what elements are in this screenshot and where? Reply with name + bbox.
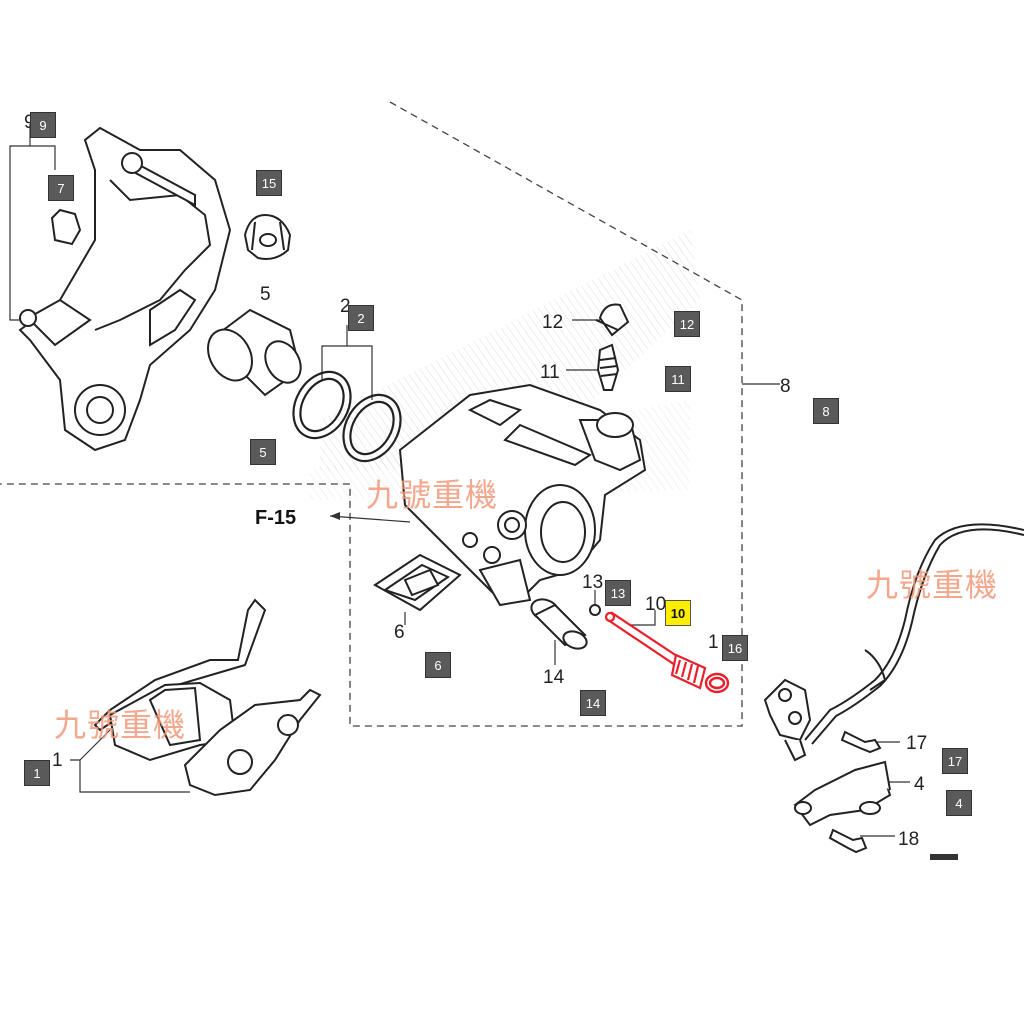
callout-13: 13 [582,572,603,593]
callout-2: 2 [340,296,351,317]
part-18-bolt [828,828,868,854]
watermark-left: 九號重機 [54,706,187,744]
badge-part-6[interactable]: 6 [425,652,451,678]
badge-part-17[interactable]: 17 [942,748,968,774]
badge-part-14[interactable]: 14 [580,690,606,716]
caliper-body [398,383,647,607]
watermark-center: 九號重機 [366,476,499,514]
assembly-boundary [0,101,743,727]
callout-11: 11 [540,362,560,383]
badge-part-4[interactable]: 4 [946,790,972,816]
part-15-boot [243,213,292,260]
callout-1: 1 [52,750,63,771]
badge-part-13[interactable]: 13 [605,580,631,606]
badge-part-9[interactable]: 9 [30,112,56,138]
leader-lines [9,124,910,837]
part-10-pin-highlighted[interactable] [604,611,707,690]
badge-part-7[interactable]: 7 [48,175,74,201]
badge-part-10-highlighted[interactable]: 10 [665,600,691,626]
callout-4: 4 [914,774,925,795]
part-7-clip [50,208,82,246]
part-1-pads [93,598,322,797]
caliper-bracket [18,126,232,452]
section-reference: F-15 [255,507,296,529]
callout-14: 14 [543,667,565,688]
callout-9: 9 [24,112,35,133]
badge-part-5[interactable]: 5 [250,439,276,465]
badge-part-8[interactable]: 8 [813,398,839,424]
callout-12: 12 [542,312,563,333]
part-2-seals [292,370,402,463]
part-14-pin [530,598,588,650]
watermark-right: 九號重機 [866,566,999,604]
ref-arrow [330,512,340,520]
part-12-cap [595,303,630,337]
callout-10: 10 [645,594,666,615]
callout-18: 18 [898,829,919,850]
callout-labels: 9 5 2 12 11 8 F-15 13 10 1 6 14 1 17 4 1… [24,112,927,850]
part-16-oring-highlighted[interactable] [704,672,730,694]
shading-hatch [320,230,700,470]
part-6-spring [373,553,462,612]
badge-part-1[interactable]: 1 [24,760,50,786]
abs-sensor-body [763,678,812,762]
callout-8: 8 [780,376,791,397]
badge-part-12[interactable]: 12 [674,311,700,337]
badge-part-11[interactable]: 11 [665,366,691,392]
badge-part-2[interactable]: 2 [348,305,374,331]
part-4-bracket [793,760,892,827]
badge-part-16[interactable]: 16 [722,635,748,661]
callout-6: 6 [394,622,405,643]
abs-sensor-cable [804,523,1024,745]
callout-16-clipped: 1 [708,632,719,653]
callout-5: 5 [260,284,271,305]
callout-17: 17 [906,733,927,754]
badge-part-15[interactable]: 15 [256,170,282,196]
clipped-badge-edge [930,854,958,860]
part-5-piston [207,308,302,397]
part-13-ring [589,604,601,616]
part-17-bolt [840,730,882,754]
part-11-bleeder [596,343,620,391]
